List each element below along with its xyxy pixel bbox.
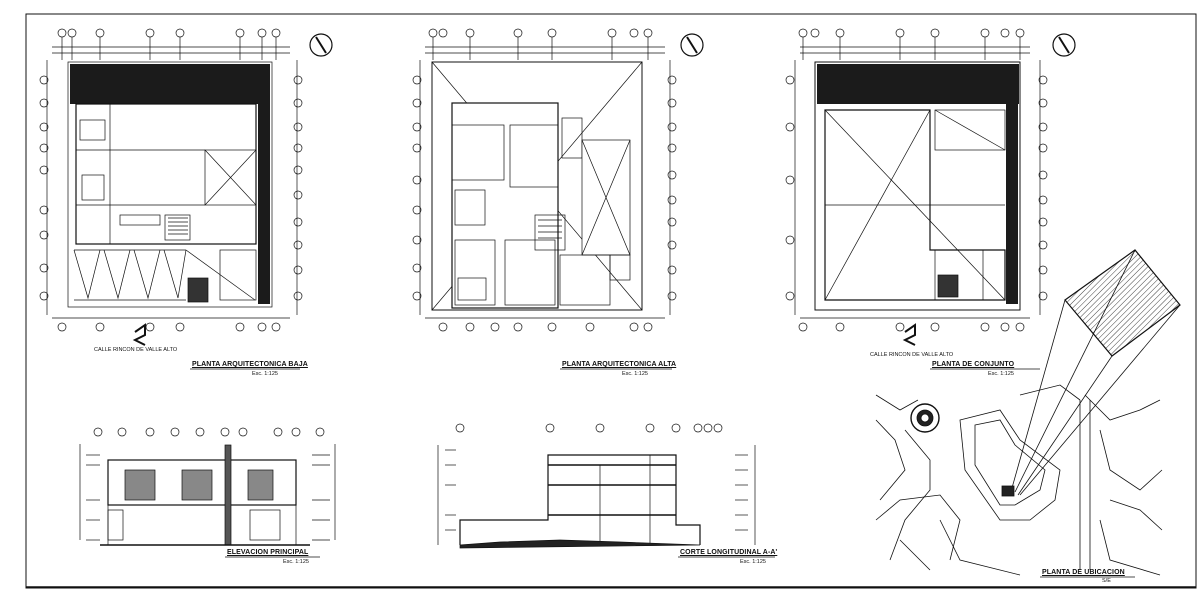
scale-ubicacion: S/E <box>1102 578 1111 584</box>
plan-upper-floor <box>412 28 704 332</box>
north-arrow-icon <box>309 33 333 57</box>
scale-planta-conjunto: Esc. 1:125 <box>988 371 1014 377</box>
north-arrow-icon <box>1052 33 1076 57</box>
scale-elevacion: Esc. 1:125 <box>283 559 309 565</box>
plan-ground-floor <box>39 28 333 346</box>
lot-detail <box>1009 249 1181 496</box>
sheet-border <box>25 13 1197 589</box>
scale-corte: Esc. 1:125 <box>740 559 766 565</box>
title-planta-alta: PLANTA ARQUITECTONICA ALTA <box>562 361 677 368</box>
title-planta-baja: PLANTA ARQUITECTONICA BAJA <box>192 361 308 368</box>
title-ubicacion: PLANTA DE UBICACION <box>1042 569 1125 576</box>
title-elevacion: ELEVACION PRINCIPAL <box>227 549 309 556</box>
site-location-map <box>875 384 1163 576</box>
street-label-site: CALLE RINCON DE VALLE ALTO <box>870 352 954 358</box>
scale-planta-baja: Esc. 1:125 <box>252 371 278 377</box>
plan-site <box>785 28 1076 346</box>
section-longitudinal <box>437 423 756 549</box>
elevation-main <box>79 427 336 546</box>
street-label-ground: CALLE RINCON DE VALLE ALTO <box>94 347 178 353</box>
axis-bubble-icon <box>57 28 281 60</box>
north-arrow-icon <box>680 33 704 57</box>
title-corte: CORTE LONGITUDINAL A-A' <box>680 549 778 556</box>
title-planta-conjunto: PLANTA DE CONJUNTO <box>932 361 1015 368</box>
scale-planta-alta: Esc. 1:125 <box>622 371 648 377</box>
